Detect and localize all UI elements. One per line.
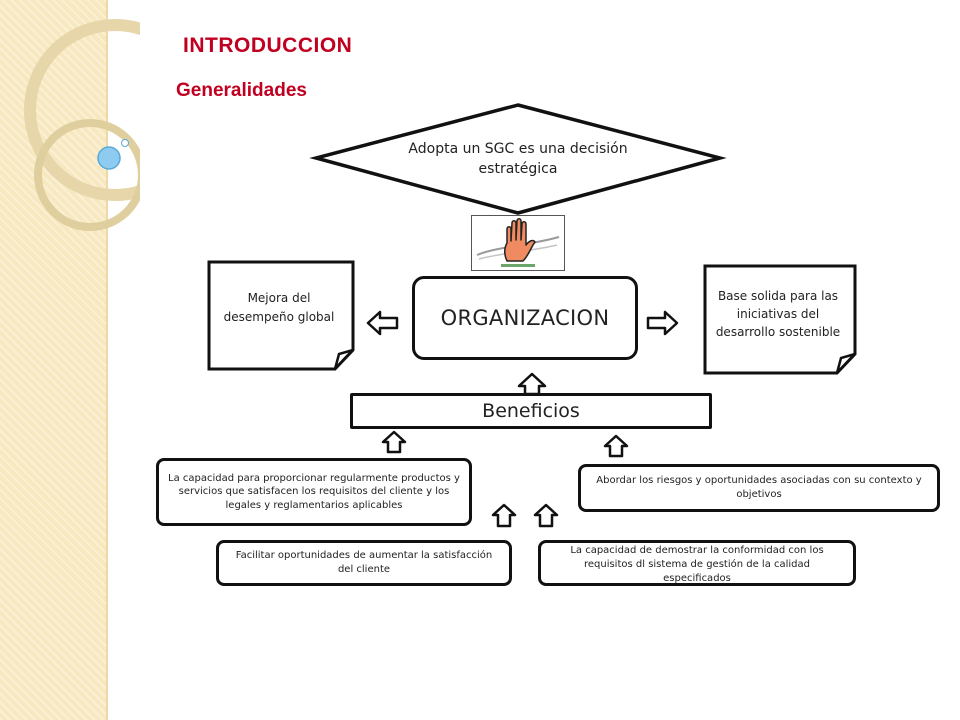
right-note-text: Base solida para las iniciativas del des…	[715, 289, 841, 339]
block-arrow-icon	[381, 430, 407, 454]
page-title: INTRODUCCION	[183, 34, 353, 57]
organization-box: ORGANIZACION	[412, 276, 638, 360]
deco-ring-large	[24, 19, 140, 201]
logo-caption-bar	[501, 264, 535, 267]
block-arrow-icon	[517, 372, 547, 396]
right-note-shape	[703, 264, 857, 375]
raised-hand-icon	[504, 218, 536, 262]
left-note-shape	[207, 260, 355, 371]
benefit-facilitar-box: Facilitar oportunidades de aumentar la s…	[216, 540, 512, 586]
block-arrow-icon	[366, 310, 399, 336]
block-arrow-icon	[491, 503, 517, 528]
decision-diamond	[309, 103, 727, 215]
left-note-text: Mejora del desempeño global	[223, 291, 335, 324]
block-arrow-icon	[533, 503, 559, 528]
decision-text: Adopta un SGC es una decisión estratégic…	[408, 140, 628, 177]
benefit-demostrar-box: La capacidad de demostrar la conformidad…	[538, 540, 856, 586]
left-note-fold	[333, 348, 354, 370]
raised-hand-logo	[471, 215, 565, 271]
right-note-fold	[835, 352, 856, 374]
deco-ring-small	[34, 119, 140, 231]
block-arrow-icon	[603, 434, 629, 458]
benefits-box: Beneficios	[350, 393, 712, 429]
benefit-capacidad-box: La capacidad para proporcionar regularme…	[156, 458, 472, 526]
decorative-circles	[24, 19, 140, 231]
block-arrow-icon	[646, 310, 679, 336]
benefit-abordar-box: Abordar los riesgos y oportunidades asoc…	[578, 464, 940, 512]
page-subtitle: Generalidades	[176, 80, 307, 101]
deco-bubble-small	[121, 139, 129, 147]
deco-bubble	[97, 146, 121, 170]
